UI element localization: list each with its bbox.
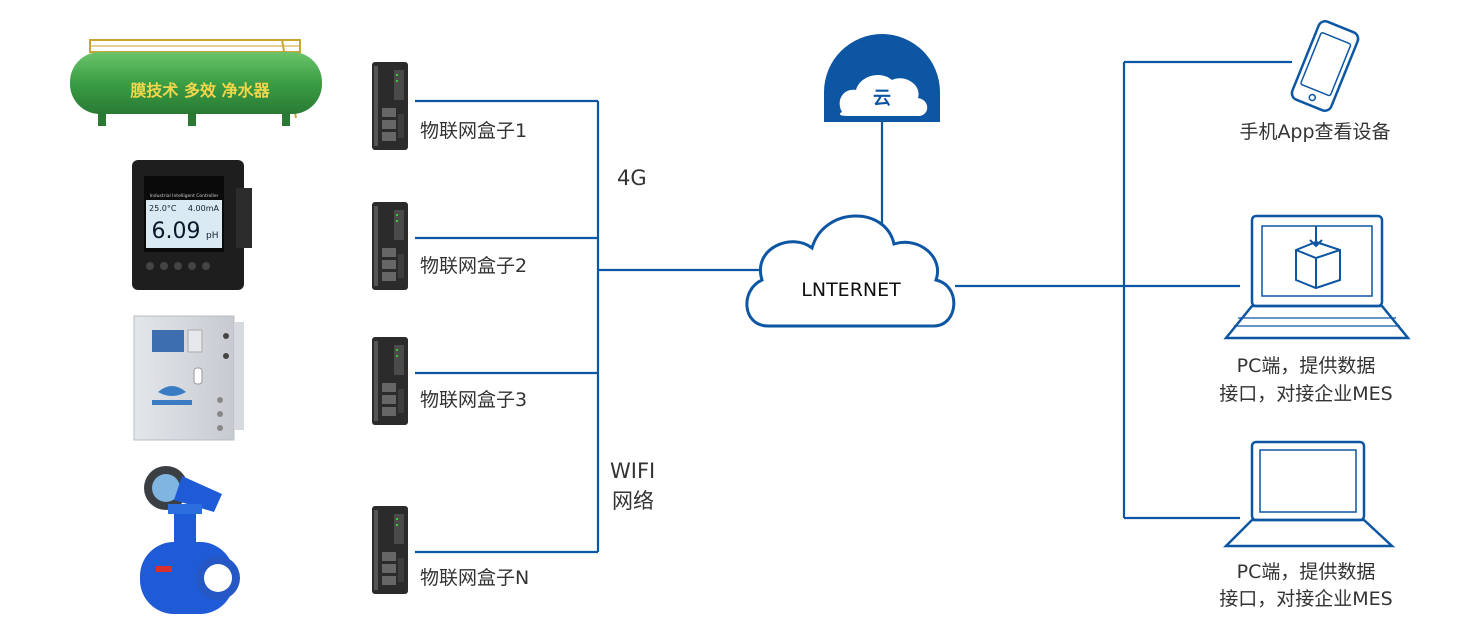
router-icon xyxy=(372,337,408,425)
pc2-label-line2: 接口，对接企业MES xyxy=(1219,588,1392,610)
ph-meter-icon: Industrial Intelligent Controller 25.0°C… xyxy=(132,160,252,290)
iot-box-n-label: 物联网盒子N xyxy=(420,567,529,589)
electromagnetic-flowmeter-icon xyxy=(140,466,240,614)
laptop-package-icon xyxy=(1223,214,1411,340)
phone-label: 手机App查看设备 xyxy=(1239,121,1390,143)
tank-label: 膜技术 多效 净水器 xyxy=(130,81,270,100)
router-icon xyxy=(372,506,408,594)
ph-meter-header: Industrial Intelligent Controller xyxy=(150,193,219,199)
router-icon xyxy=(372,62,408,150)
internet-label: LNTERNET xyxy=(801,279,901,301)
iot-box-3: 物联网盒子3 xyxy=(372,337,527,425)
iot-box-n: 物联网盒子N xyxy=(372,506,529,594)
ph-meter-temp: 25.0°C xyxy=(149,204,177,213)
cloud-label: 云 xyxy=(873,88,891,109)
pc2-label-line1: PC端，提供数据 xyxy=(1237,561,1376,583)
label-wifi-network: 网络 xyxy=(612,489,654,513)
pc1-label-line1: PC端，提供数据 xyxy=(1237,355,1376,377)
iot-box-3-label: 物联网盒子3 xyxy=(420,389,527,411)
iot-box-2-label: 物联网盒子2 xyxy=(420,255,527,277)
iot-box-1: 物联网盒子1 xyxy=(372,62,527,150)
iot-box-1-label: 物联网盒子1 xyxy=(420,120,527,142)
iot-box-2: 物联网盒子2 xyxy=(372,202,527,290)
internet-cloud-icon: LNTERNET xyxy=(745,214,956,328)
tank-icon: 膜技术 多效 净水器 xyxy=(70,39,322,126)
cloud-icon: 云 xyxy=(824,34,940,122)
ph-meter-current: 4.00mA xyxy=(188,204,220,213)
control-cabinet-icon xyxy=(133,315,244,441)
router-icon xyxy=(372,202,408,290)
laptop-icon xyxy=(1222,440,1396,548)
label-wifi: WIFI xyxy=(610,459,655,483)
pc1-label-line2: 接口，对接企业MES xyxy=(1219,383,1392,405)
label-4g: 4G xyxy=(617,166,647,190)
smartphone-icon xyxy=(1290,20,1360,112)
ph-meter-unit: pH xyxy=(206,231,218,241)
ph-meter-value: 6.09 xyxy=(152,219,201,244)
connection-lines xyxy=(415,60,1292,554)
